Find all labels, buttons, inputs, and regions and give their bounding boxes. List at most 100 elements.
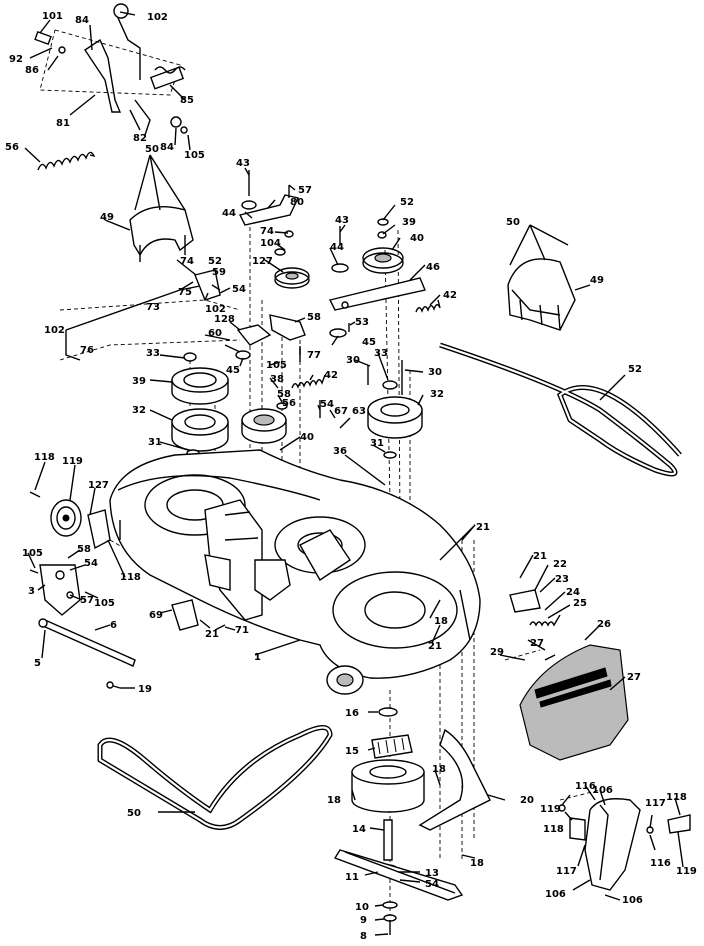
label-20: 20	[520, 795, 534, 806]
label-33-a: 33	[146, 348, 160, 359]
label-47: 52	[628, 364, 642, 375]
baffle-left	[129, 206, 194, 262]
label-6: 6	[110, 620, 117, 631]
label-33-b: 33	[374, 348, 388, 359]
label-54: 54	[232, 284, 246, 295]
leader-lines	[24, 11, 684, 936]
label-39: 39	[132, 376, 146, 387]
label-23: 23	[555, 574, 569, 585]
label-44-b: 45	[226, 365, 240, 376]
label-38: 40	[300, 432, 314, 443]
label-48: 50	[127, 808, 141, 819]
label-101: 106	[545, 889, 566, 900]
label-106-a: 119	[540, 804, 561, 815]
bracket-63	[171, 599, 226, 631]
label-102-b: 106	[622, 895, 643, 906]
label-42-a: 44	[222, 208, 236, 219]
label-18-b: 18	[432, 764, 446, 775]
spring-52	[37, 151, 96, 171]
label-85: 104	[260, 238, 281, 249]
label-40-b: 42	[324, 370, 338, 381]
label-103-a: 116	[575, 781, 596, 792]
pulley-32-left	[171, 408, 229, 452]
label-31-a: 31	[148, 437, 162, 448]
label-80: 86	[25, 65, 39, 76]
label-5: 5	[34, 658, 41, 669]
label-32-right: 32	[430, 389, 444, 400]
label-30-b: 30	[428, 367, 442, 378]
label-53-b: 57	[80, 595, 94, 606]
label-128: 128	[214, 314, 235, 325]
label-27: 27	[627, 672, 641, 683]
label-46-right: 50	[506, 217, 520, 228]
label-45-right: 49	[590, 275, 604, 286]
label-57: 59	[212, 267, 226, 278]
label-30-a: 30	[346, 355, 360, 366]
springs-40	[291, 299, 441, 389]
label-13: 14	[352, 824, 366, 835]
label-36: 39	[402, 217, 416, 228]
label-56: 58	[277, 389, 291, 400]
label-42-b: 44	[330, 242, 344, 253]
label-54-b: 54	[84, 558, 98, 569]
bolt-19	[106, 681, 121, 689]
label-69: 74	[260, 226, 274, 237]
label-52: 56	[282, 398, 296, 409]
label-18-a: 18	[434, 616, 448, 627]
small-hardware	[183, 170, 403, 459]
label-53: 57	[298, 185, 312, 196]
label-1: 1	[254, 652, 261, 663]
deflector	[558, 798, 691, 891]
label-103-b: 116	[650, 858, 671, 869]
label-117: 119	[62, 456, 83, 467]
label-22: 22	[553, 559, 567, 570]
label-105-a: 118	[666, 792, 687, 803]
label-77: 84	[75, 15, 89, 26]
label-79: 85	[180, 95, 194, 106]
wheel-117	[29, 491, 82, 537]
spindle-assembly	[351, 707, 425, 935]
label-78: 84	[160, 142, 174, 153]
label-18-c: 18	[470, 858, 484, 869]
label-10: 10	[355, 902, 369, 913]
idler-arm	[328, 277, 426, 311]
label-92-a: 105	[22, 548, 43, 559]
label-37: 40	[410, 233, 424, 244]
label-31-b: 31	[370, 438, 384, 449]
label-83: 101	[42, 11, 63, 22]
label-9: 9	[360, 915, 367, 926]
label-71: 76	[80, 345, 94, 356]
chute-bracket	[509, 589, 561, 627]
label-68: 73	[146, 302, 160, 313]
label-81: 92	[9, 54, 23, 65]
label-41-a: 43	[236, 158, 250, 169]
label-35: 38	[270, 374, 284, 385]
pulley-37	[362, 247, 404, 274]
label-52-spring: 56	[5, 142, 19, 153]
label-21-a: 21	[476, 522, 490, 533]
label-51-b: 54	[425, 879, 439, 890]
label-58: 60	[208, 328, 222, 339]
control-rod	[65, 269, 221, 361]
pulley-52	[241, 408, 287, 444]
label-11: 11	[345, 872, 359, 883]
label-45-left: 49	[100, 212, 114, 223]
label-21-b: 21	[533, 551, 547, 562]
label-106-b: 119	[676, 866, 697, 877]
label-69-b: 74	[180, 256, 194, 267]
label-76: 82	[133, 133, 147, 144]
label-21-c: 21	[205, 629, 219, 640]
label-104-b: 117	[556, 866, 577, 877]
label-28: 27	[530, 638, 544, 649]
label-44-a: 45	[362, 337, 376, 348]
label-74: 80	[290, 197, 304, 208]
label-14: 15	[345, 746, 359, 757]
label-3: 3	[28, 586, 35, 597]
pulley-39	[171, 367, 229, 405]
label-19: 19	[138, 684, 152, 695]
label-41-b: 43	[335, 215, 349, 226]
deck-housing	[109, 449, 481, 679]
side-bracket	[29, 564, 81, 616]
label-24: 24	[566, 587, 580, 598]
